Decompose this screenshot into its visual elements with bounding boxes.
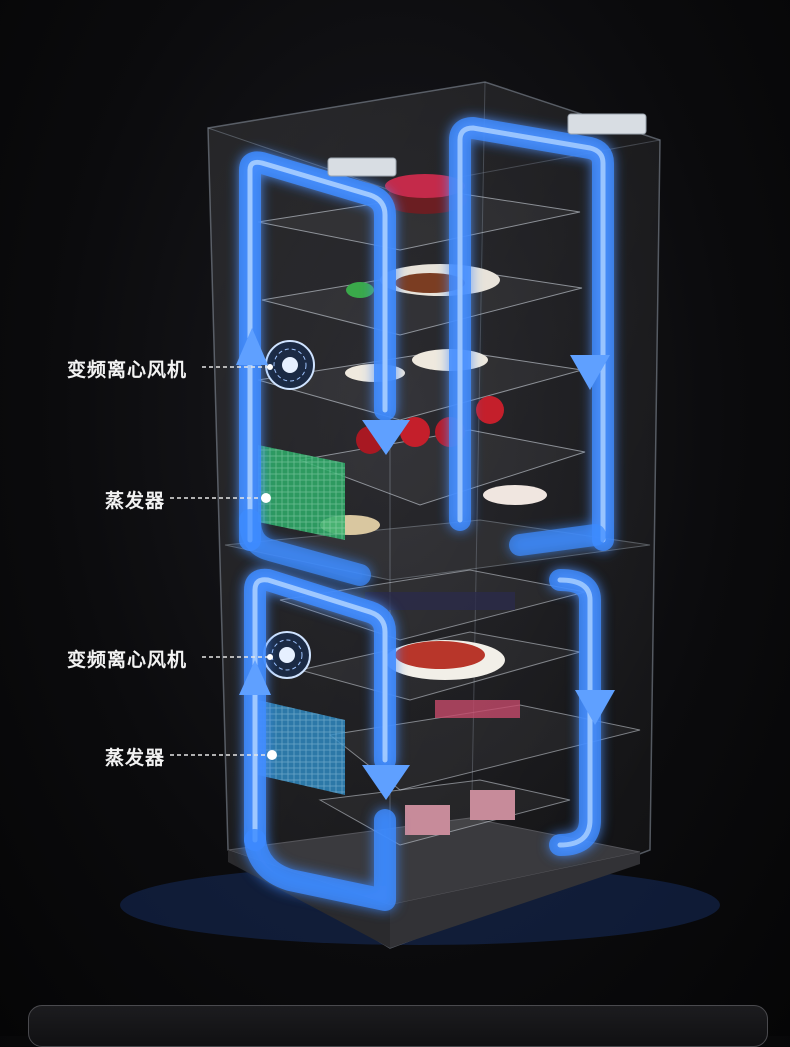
callout-fan-upper: 变频离心风机: [67, 359, 188, 381]
upper-evaporator: [258, 445, 345, 540]
upper-airflow: [239, 117, 614, 586]
callout-dots: [261, 364, 277, 760]
lower-airflow-arrows: [239, 660, 615, 800]
callout-fan-lower: 变频离心风机: [67, 649, 188, 671]
bottom-panel: [28, 1005, 768, 1047]
callout-evaporator-upper: 蒸发器: [105, 490, 166, 512]
callout-lines: [170, 366, 270, 756]
lower-evaporator: [258, 700, 345, 795]
upper-airflow-arrows: [236, 328, 610, 455]
upper-fan-icon: [265, 340, 315, 390]
callout-evaporator-lower: 蒸发器: [105, 747, 166, 769]
door-hinges: [327, 113, 647, 177]
